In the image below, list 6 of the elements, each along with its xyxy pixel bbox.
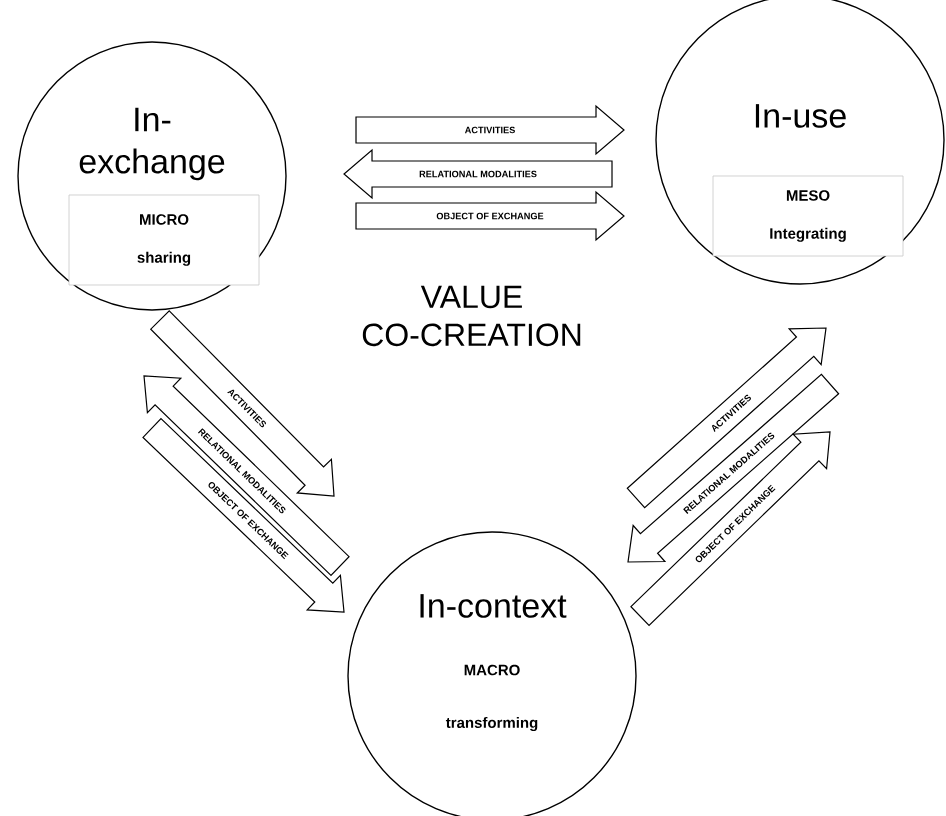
block-arrow — [343, 148, 613, 200]
block-arrow — [355, 104, 625, 156]
block-arrow — [627, 373, 840, 563]
heading: VALUE CO-CREATION — [362, 285, 581, 347]
block-arrow — [626, 327, 827, 509]
block-arrow — [355, 190, 625, 242]
